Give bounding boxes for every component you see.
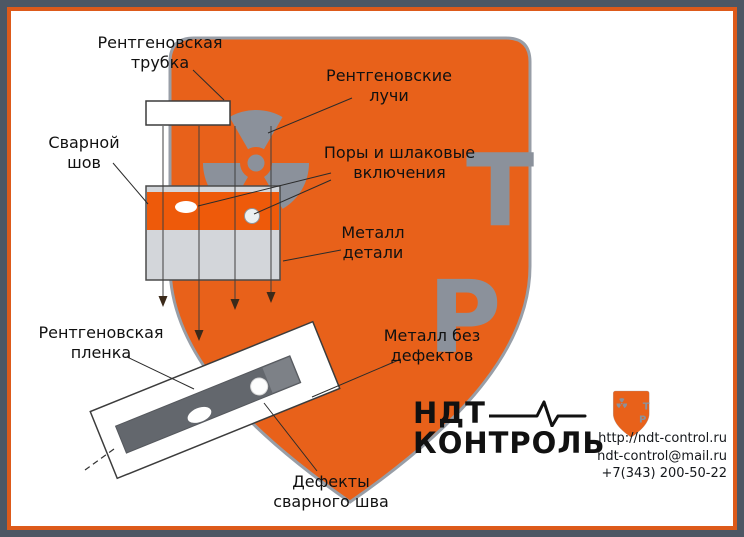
shield-letter-t: Т bbox=[466, 132, 534, 249]
callout-xray-tube bbox=[192, 69, 225, 101]
weld-slag-inclusion bbox=[244, 208, 260, 224]
callout-weld-defects bbox=[263, 402, 318, 472]
ndt-control-logo: НДТ КОНТРОЛЬ bbox=[413, 398, 606, 459]
callout-xray-rays bbox=[267, 97, 353, 134]
xray-film bbox=[89, 320, 341, 480]
metal-part-block bbox=[145, 185, 281, 281]
film-defect-free-zone bbox=[262, 357, 300, 393]
label-xray-rays: Рентгеновские лучи bbox=[326, 66, 452, 105]
callout-metal-part bbox=[282, 249, 342, 262]
callout-weld-seam bbox=[112, 162, 149, 205]
contact-phone: +7(343) 200-50-22 bbox=[601, 466, 727, 482]
film-defect-ellipse bbox=[187, 406, 212, 423]
logo-name-line1: НДТ bbox=[413, 396, 486, 430]
weld-seam-band bbox=[147, 192, 279, 230]
heartbeat-pulse-icon bbox=[488, 400, 587, 428]
callout-pore bbox=[197, 172, 332, 207]
logo-name-line2: КОНТРОЛЬ bbox=[413, 426, 606, 461]
contact-email: ndt-control@mail.ru bbox=[597, 448, 727, 464]
label-metal-no-defects: Металл без дефектов bbox=[383, 326, 481, 365]
film-defect-circle bbox=[250, 377, 269, 396]
label-metal-part: Металл детали bbox=[341, 223, 405, 262]
callout-metal-no-defects bbox=[311, 358, 402, 398]
film-axis-dashed-line bbox=[84, 448, 115, 471]
contact-block: http://ndt-control.ru ndt-control@mail.r… bbox=[597, 430, 727, 483]
label-weld-defects: Дефекты сварного шва bbox=[273, 472, 389, 511]
label-xray-film: Рентгеновская пленка bbox=[38, 323, 164, 362]
shield-letter-r: Р bbox=[428, 259, 501, 376]
weld-pore-defect bbox=[175, 201, 197, 213]
label-pores-inclusions: Поры и шлаковые включения bbox=[323, 143, 476, 182]
xray-beams bbox=[158, 126, 276, 341]
contact-website: http://ndt-control.ru bbox=[598, 431, 727, 446]
callout-xray-film bbox=[126, 356, 195, 390]
xray-tube bbox=[145, 100, 231, 126]
callout-lines bbox=[112, 69, 402, 472]
callout-inclusion bbox=[253, 179, 332, 215]
label-weld-seam: Сварной шов bbox=[48, 133, 120, 172]
label-xray-tube: Рентгеновская трубка bbox=[97, 33, 223, 72]
